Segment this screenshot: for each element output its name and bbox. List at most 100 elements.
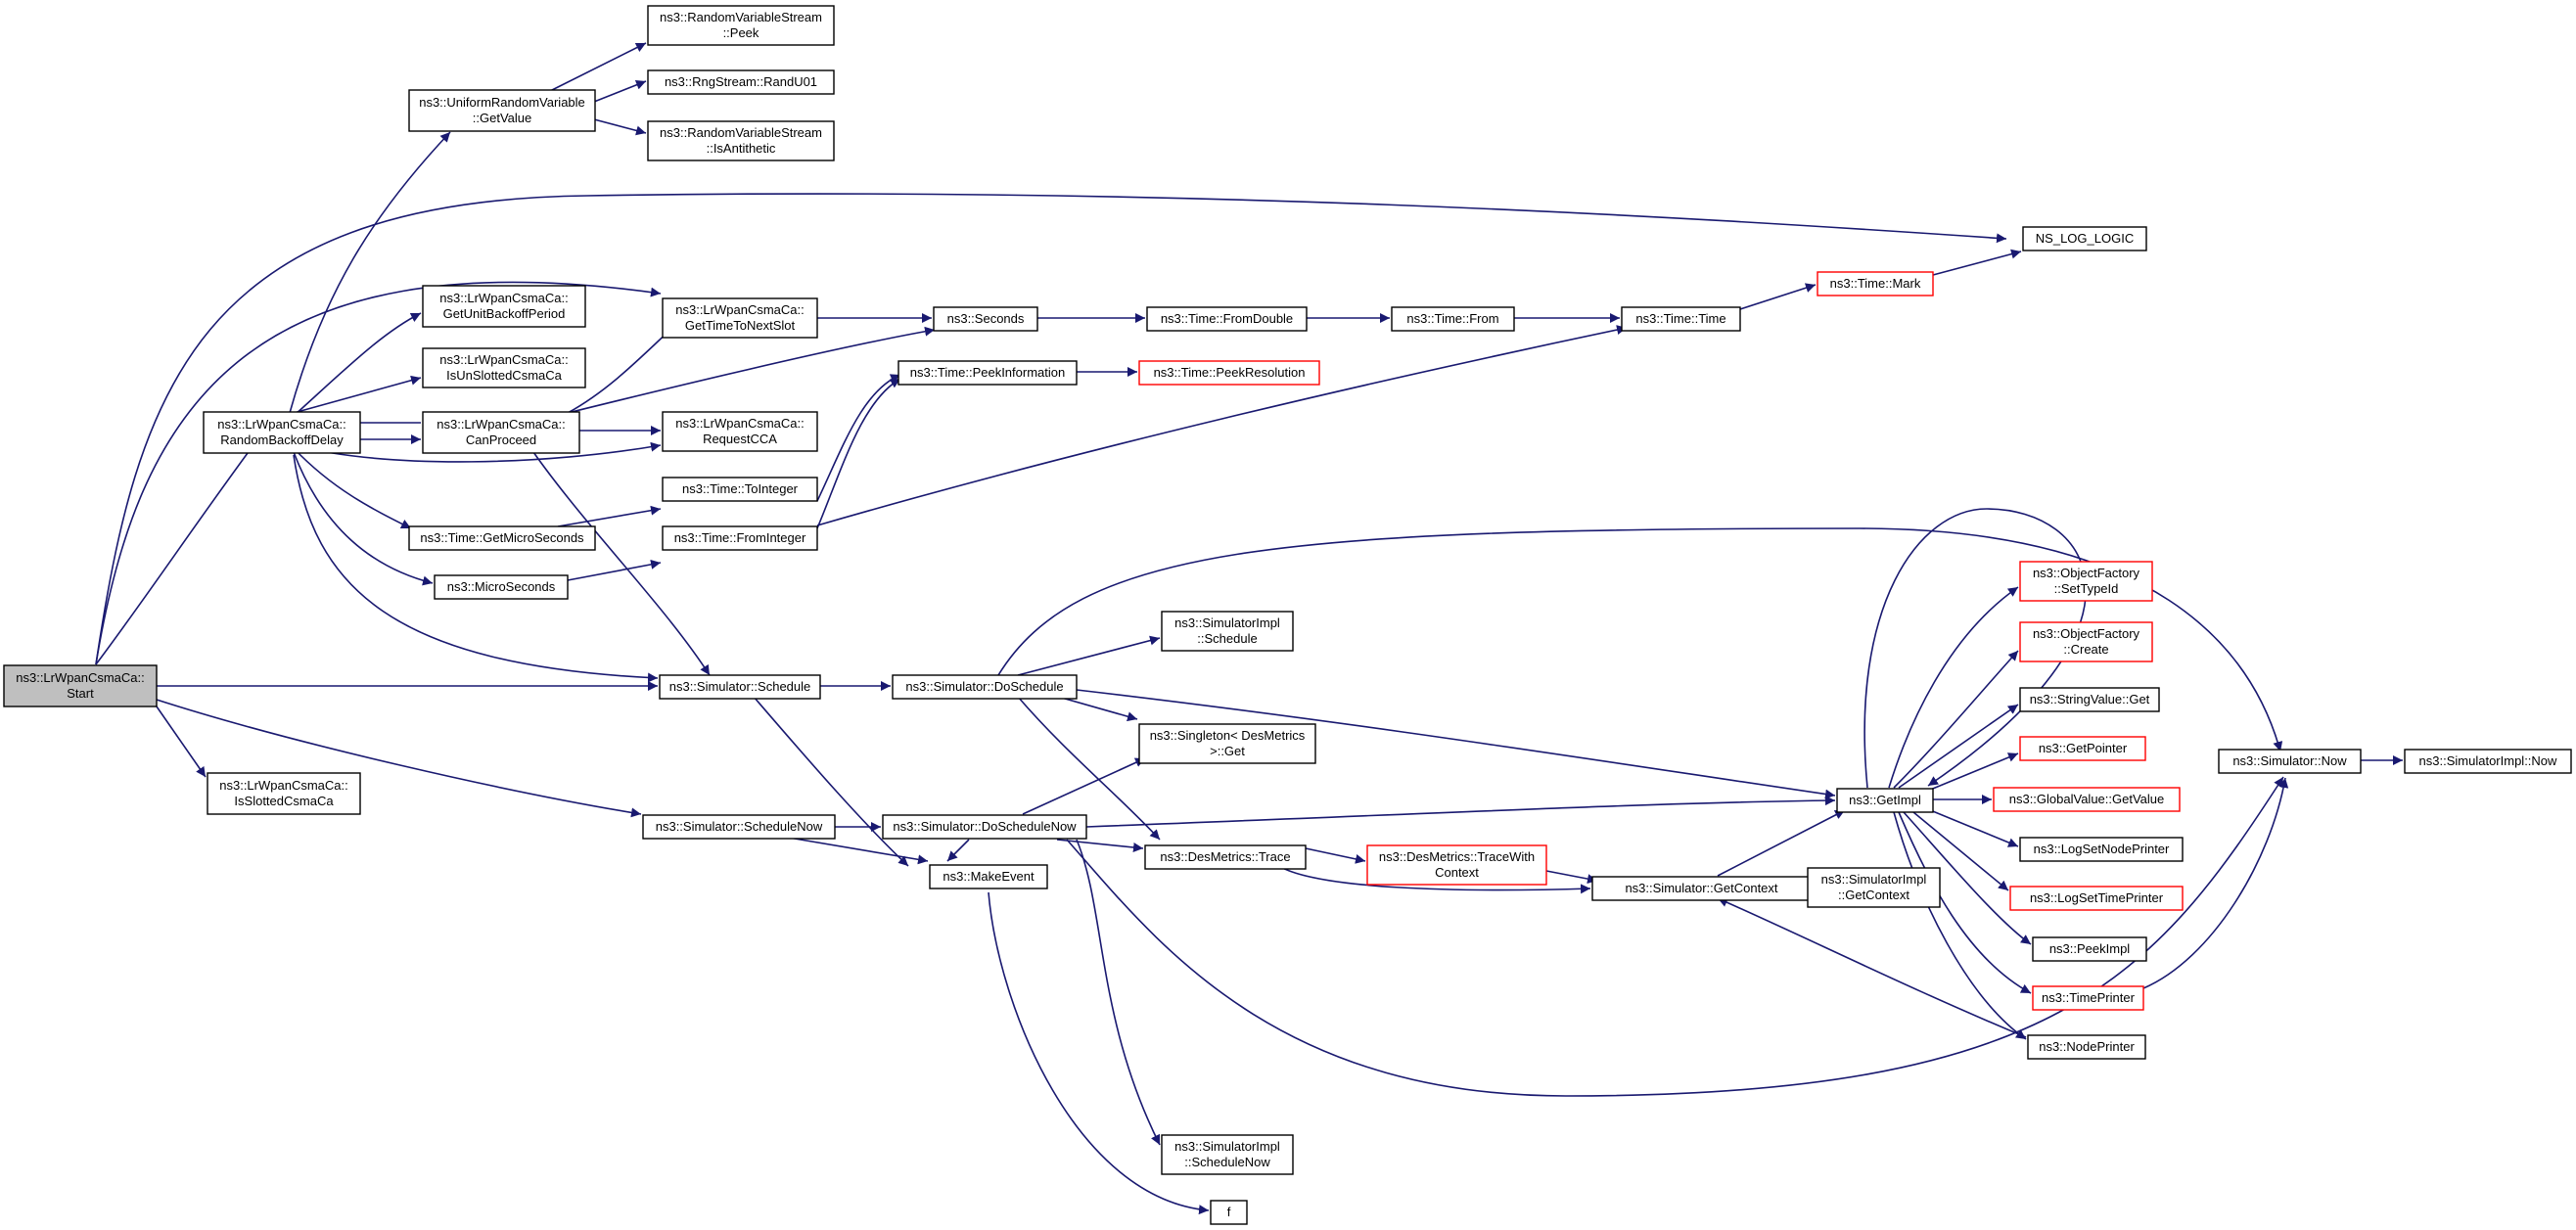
node-box [434,574,569,600]
node-desmetrics-trace[interactable]: ns3::DesMetrics::Trace [1144,844,1307,870]
node-box [1161,611,1294,652]
node-box [2019,837,2184,862]
node-box [3,664,158,707]
node-of-settypeid[interactable]: ns3::ObjectFactory::SetTypeId [2019,561,2153,602]
node-start[interactable]: ns3::LrWpanCsmaCa::Start [3,664,158,707]
node-request-cca[interactable]: ns3::LrWpanCsmaCa::RequestCCA [662,411,818,452]
edge-dsn-make-event [946,839,970,862]
node-label: ::Schedule [1197,631,1257,646]
edge-do-schedule-get-impl [1076,689,1836,799]
node-make-event[interactable]: ns3::MakeEvent [929,864,1048,889]
node-peek-impl[interactable]: ns3::PeekImpl [2032,936,2147,962]
node-box [1161,1134,1294,1175]
node-box [207,772,361,815]
node-microseconds[interactable]: ns3::MicroSeconds [434,574,569,600]
node-label: ns3::Time::From [1406,311,1498,326]
edge-sched-now-make-event [782,836,929,865]
node-label: ns3::SimulatorImpl [1174,1139,1280,1154]
node-do-schedule[interactable]: ns3::Simulator::DoSchedule [892,674,1078,700]
node-ns-log-logic[interactable]: NS_LOG_LOGIC [2022,226,2147,251]
node-box [647,5,835,46]
node-simimpl-schedule[interactable]: ns3::SimulatorImpl::Schedule [1161,611,1294,652]
node-uniform-getvalue[interactable]: ns3::UniformRandomVariable::GetValue [408,89,596,132]
node-label: ns3::Simulator::ScheduleNow [656,819,823,834]
node-label: ::Create [2063,642,2108,657]
node-label: ::ScheduleNow [1184,1155,1270,1169]
edge-rb-get-microseconds [293,447,412,529]
node-rvs-isantithetic[interactable]: ns3::RandomVariableStream::IsAntithetic [647,120,835,161]
node-time-tointeger[interactable]: ns3::Time::ToInteger [662,477,818,502]
node-box [897,360,1078,386]
node-time-mark[interactable]: ns3::Time::Mark [1817,271,1934,296]
node-is-unslotted[interactable]: ns3::LrWpanCsmaCa::IsUnSlottedCsmaCa [422,347,586,388]
node-label: ::GetContext [1838,888,1909,902]
node-get-microseconds[interactable]: ns3::Time::GetMicroSeconds [408,525,596,551]
node-rvs-peek[interactable]: ns3::RandomVariableStream::Peek [647,5,835,46]
node-node-printer[interactable]: ns3::NodePrinter [2027,1034,2146,1060]
node-from-double[interactable]: ns3::Time::FromDouble [1146,306,1308,332]
node-time-from[interactable]: ns3::Time::From [1391,306,1515,332]
node-can-proceed[interactable]: ns3::LrWpanCsmaCa::CanProceed [422,411,580,454]
node-time-frominteger[interactable]: ns3::Time::FromInteger [662,525,818,551]
edge-getcontext-get-impl [1717,809,1846,877]
node-singleton-get[interactable]: ns3::Singleton< DesMetrics>::Get [1138,723,1316,764]
node-label: ns3::Time::FromDouble [1161,311,1293,326]
node-box [422,285,586,328]
node-f[interactable]: f [1210,1200,1248,1225]
edge-start-get-time-to-next-slot [95,281,662,665]
node-simimpl-getcontext[interactable]: ns3::SimulatorImpl::GetContext [1807,867,1941,908]
node-box [1146,306,1308,332]
node-label: ns3::SimulatorImpl::Now [2419,753,2557,768]
node-label: ns3::LrWpanCsmaCa:: [219,778,348,793]
node-do-schedule-now[interactable]: ns3::Simulator::DoScheduleNow [882,814,1087,840]
node-label: ns3::LogSetNodePrinter [2034,842,2170,856]
node-logset-timeprinter[interactable]: ns3::LogSetTimePrinter [2009,886,2184,911]
node-label: NS_LOG_LOGIC [2036,231,2134,246]
edge-tointeger-peekinfo [816,374,901,502]
node-logset-nodeprinter[interactable]: ns3::LogSetNodePrinter [2019,837,2184,862]
edge-frominteger-peekinfo [816,378,901,529]
edge-get-impl-peek-impl [1903,811,2032,945]
node-sim-getcontext[interactable]: ns3::Simulator::GetContext [1591,876,1812,901]
node-get-unit-backoff[interactable]: ns3::LrWpanCsmaCa::GetUnitBackoffPeriod [422,285,586,328]
node-stringvalue-get[interactable]: ns3::StringValue::Get [2019,687,2160,712]
node-peek-information[interactable]: ns3::Time::PeekInformation [897,360,1078,386]
node-get-time-to-next-slot[interactable]: ns3::LrWpanCsmaCa::GetTimeToNextSlot [662,297,818,339]
edge-uniform-rng-randu01 [593,80,647,103]
node-sim-schedule[interactable]: ns3::Simulator::Schedule [659,674,821,700]
node-label: ::IsAntithetic [707,141,776,156]
node-sim-schedulenow[interactable]: ns3::Simulator::ScheduleNow [642,814,836,840]
node-random-backoff[interactable]: ns3::LrWpanCsmaCa::RandomBackoffDelay [203,411,361,454]
node-of-create[interactable]: ns3::ObjectFactory::Create [2019,621,2153,662]
node-box [408,525,596,551]
node-seconds[interactable]: ns3::Seconds [933,306,1038,332]
node-label: ns3::UniformRandomVariable [419,95,585,110]
edge-uniform-rvs-isantithetic [593,118,647,136]
edge-rb-get-unit-backoff [293,312,422,417]
node-get-pointer[interactable]: ns3::GetPointer [2019,736,2146,761]
node-sim-now[interactable]: ns3::Simulator::Now [2218,749,2362,774]
node-rng-randu01[interactable]: ns3::RngStream::RandU01 [647,69,835,95]
node-box [2218,749,2362,774]
node-simimpl-schedulenow[interactable]: ns3::SimulatorImpl::ScheduleNow [1161,1134,1294,1175]
node-peek-resolution[interactable]: ns3::Time::PeekResolution [1138,360,1320,386]
node-time-printer[interactable]: ns3::TimePrinter [2032,985,2144,1011]
node-label: ns3::RandomVariableStream [660,125,822,140]
node-label: ns3::RngStream::RandU01 [665,74,817,89]
node-globalvalue-getvalue[interactable]: ns3::GlobalValue::GetValue [1993,787,2181,812]
node-box [662,477,818,502]
node-label: ::SetTypeId [2054,581,2119,596]
node-is-slotted[interactable]: ns3::LrWpanCsmaCa::IsSlottedCsmaCa [207,772,361,815]
node-time-time[interactable]: ns3::Time::Time [1621,306,1741,332]
node-box [1366,844,1547,886]
node-get-impl[interactable]: ns3::GetImpl [1836,788,1934,813]
node-label: ns3::Time::FromInteger [674,530,806,545]
node-box [1144,844,1307,870]
edge-rb-sim-schedule [293,454,659,683]
node-simimpl-now[interactable]: ns3::SimulatorImpl::Now [2404,749,2572,774]
node-box [642,814,836,840]
node-label: ns3::LrWpanCsmaCa:: [439,291,569,305]
node-label: ns3::Simulator::DoSchedule [905,679,1063,694]
